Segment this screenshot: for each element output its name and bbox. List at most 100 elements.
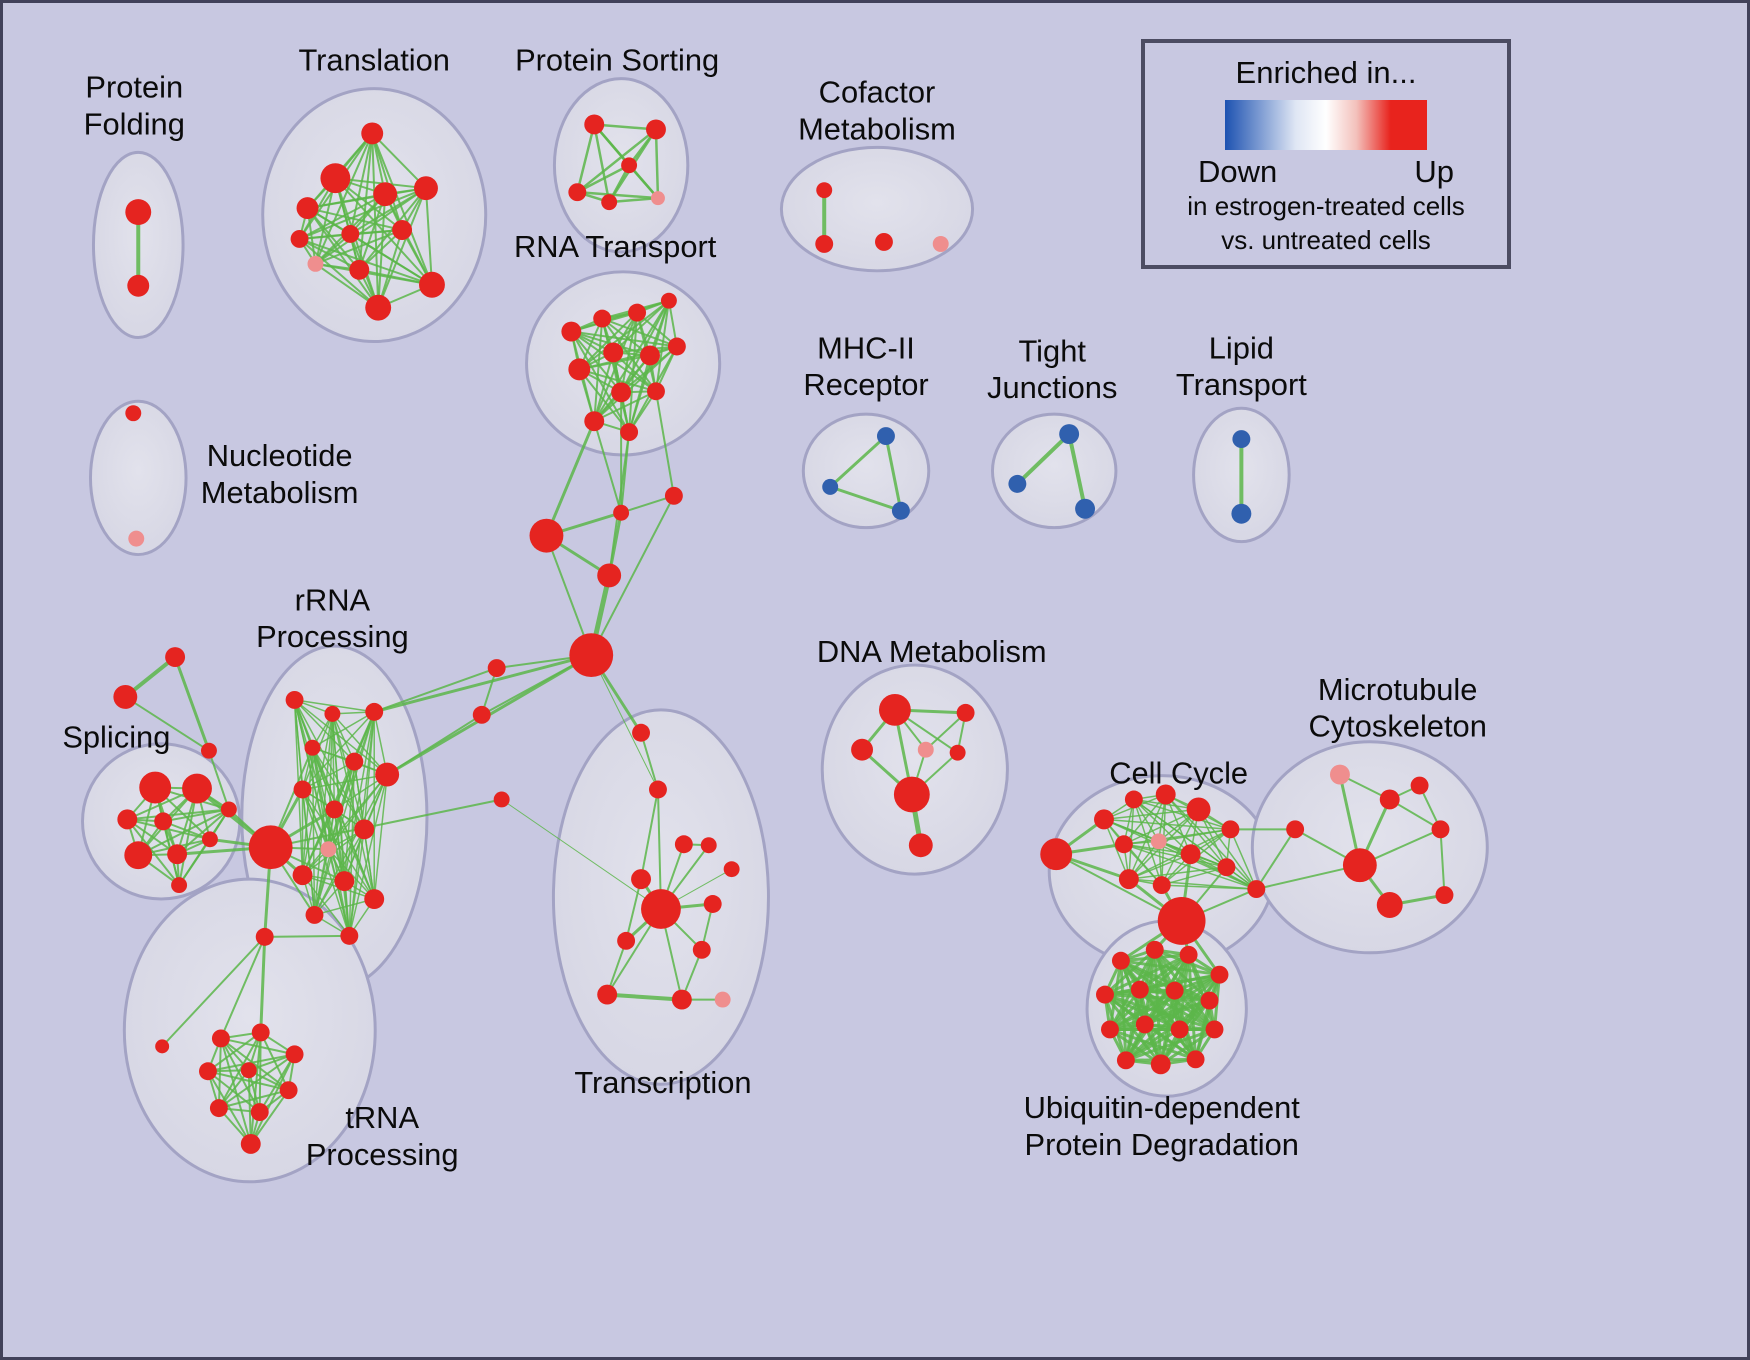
edge-cc3-cc11 <box>1128 798 1135 880</box>
gene-set-node-dm3 <box>851 738 874 761</box>
gene-set-node-rt9 <box>611 382 632 403</box>
gene-set-node-sp8 <box>220 801 237 818</box>
gene-set-node-tj1 <box>1059 424 1080 445</box>
cluster-ellipse-tight-junctions <box>990 412 1118 530</box>
edge-tr1-tr2 <box>640 731 659 791</box>
edge-cc14-mt5 <box>1255 864 1361 891</box>
gene-set-node-t1 <box>361 122 384 145</box>
gene-set-node-rt8 <box>568 358 591 381</box>
cluster-ellipse-microtubule-cytoskeleton <box>1250 740 1489 955</box>
edge-sp6-sp8 <box>176 808 230 856</box>
gene-set-node-dm7 <box>908 833 933 858</box>
edge-lt3-sp8 <box>207 749 230 811</box>
gene-set-node-rr2 <box>324 705 341 722</box>
edge-ps3-ps6 <box>576 164 631 194</box>
gene-set-node-rt11 <box>584 411 605 432</box>
gene-set-node-mn1 <box>493 791 510 808</box>
gene-set-node-sp4 <box>154 812 173 831</box>
edge-tr7-tr9 <box>625 878 643 942</box>
edge-mt6-mt8 <box>1439 828 1446 897</box>
gene-set-node-cc2 <box>1094 809 1114 830</box>
edge-rr9-rr15 <box>348 828 366 937</box>
gene-set-node-tr2 <box>649 780 667 799</box>
edge-rt8-rt10 <box>578 368 657 393</box>
edge-trn2-trn4 <box>206 1031 262 1073</box>
gene-set-node-trn9 <box>240 1133 261 1154</box>
gene-set-node-nm1 <box>125 405 142 422</box>
edge-rr3-rr4 <box>311 711 375 749</box>
edge-ps1-ps4 <box>592 123 611 204</box>
edge-tj1-tj3 <box>1067 432 1088 511</box>
gene-set-node-rt12 <box>620 423 639 442</box>
gene-set-node-trn5 <box>240 1062 257 1079</box>
gene-set-node-mt7 <box>1376 892 1403 918</box>
edge-rt6-rt12 <box>628 354 651 434</box>
cluster-label-cell-cycle: Cell Cycle <box>1109 756 1248 791</box>
edge-trn4-trn9 <box>206 1070 252 1145</box>
edge-sp8-sp9 <box>178 808 230 887</box>
gene-set-node-trn8 <box>250 1103 269 1122</box>
gene-set-node-sp7 <box>201 831 218 848</box>
gene-set-node-rr3 <box>365 702 384 721</box>
gene-set-node-mt8 <box>1435 886 1454 905</box>
gene-set-node-tr4 <box>700 837 717 854</box>
edge-lt1-lt3 <box>173 655 211 753</box>
edge-t3-t10 <box>306 207 361 271</box>
gene-set-node-cc7 <box>1114 835 1133 854</box>
gene-set-node-cf3 <box>875 232 893 251</box>
gene-set-node-rt2 <box>593 309 612 328</box>
gene-set-node-mt1 <box>1329 764 1350 785</box>
edge-trn2-trn8 <box>258 1031 262 1114</box>
edge-trn3-trn9 <box>249 1053 296 1145</box>
edge-ub8-ub10 <box>1143 999 1212 1026</box>
edge-t5-t11 <box>424 187 433 286</box>
edge-rt10-rt11 <box>593 390 657 423</box>
gene-set-node-tr7 <box>631 869 651 890</box>
edge-dm2-dm4 <box>924 711 967 751</box>
gene-set-node-trn10 <box>155 1039 170 1054</box>
gene-set-node-rr12 <box>334 871 355 892</box>
gene-set-node-ub12 <box>1205 1020 1224 1039</box>
gene-set-node-t11 <box>419 271 445 298</box>
gene-set-node-cc6 <box>1221 820 1240 839</box>
edge-ps2-ps5 <box>654 128 660 200</box>
legend-up-label: Up <box>1414 154 1454 189</box>
gene-set-node-dm6 <box>893 776 930 813</box>
cluster-ellipse-nucleotide-metabolism <box>88 399 188 557</box>
edge-rr2-rr8 <box>331 713 336 811</box>
edge-trn0-trn1 <box>219 935 266 1040</box>
edge-ub12-ub13 <box>1124 1027 1216 1062</box>
legend: Enriched in... Down Up in estrogen-treat… <box>1141 39 1511 269</box>
gene-set-node-cc1 <box>1040 838 1073 871</box>
gene-set-node-rt7 <box>603 342 624 363</box>
gene-set-node-rr13 <box>364 889 385 909</box>
edge-cc6-cc11 <box>1128 828 1232 880</box>
edge-ub10-ub15 <box>1143 1022 1198 1061</box>
gene-set-node-trn4 <box>198 1062 217 1081</box>
edge-cc7-cc9 <box>1123 843 1192 855</box>
edge-ln1-rr3 <box>373 667 498 713</box>
edge-trn1-trn9 <box>219 1037 252 1145</box>
gene-set-node-ps2 <box>646 119 666 140</box>
gene-set-node-rr10 <box>320 841 337 858</box>
edge-rr1-rr6 <box>293 699 388 776</box>
gene-set-node-lt1 <box>165 647 186 668</box>
legend-subtitle-line1: in estrogen-treated cells <box>1187 191 1465 221</box>
gene-set-node-nm2 <box>128 530 145 547</box>
edge-rt7-rt11 <box>593 351 615 423</box>
gene-set-node-rr15 <box>340 926 359 945</box>
cluster-label-rna-transport: RNA Transport <box>514 229 717 264</box>
edge-cc4-cc10 <box>1164 793 1228 868</box>
gene-set-node-sp9 <box>171 877 188 894</box>
edge-rt4-rt11 <box>593 299 670 423</box>
gene-set-node-t6 <box>341 225 360 243</box>
gene-set-node-trn2 <box>251 1023 270 1042</box>
edge-cc6-cc8 <box>1157 828 1232 843</box>
edge-trn0-trn2 <box>259 935 267 1034</box>
gene-set-node-lt2 <box>113 684 138 709</box>
